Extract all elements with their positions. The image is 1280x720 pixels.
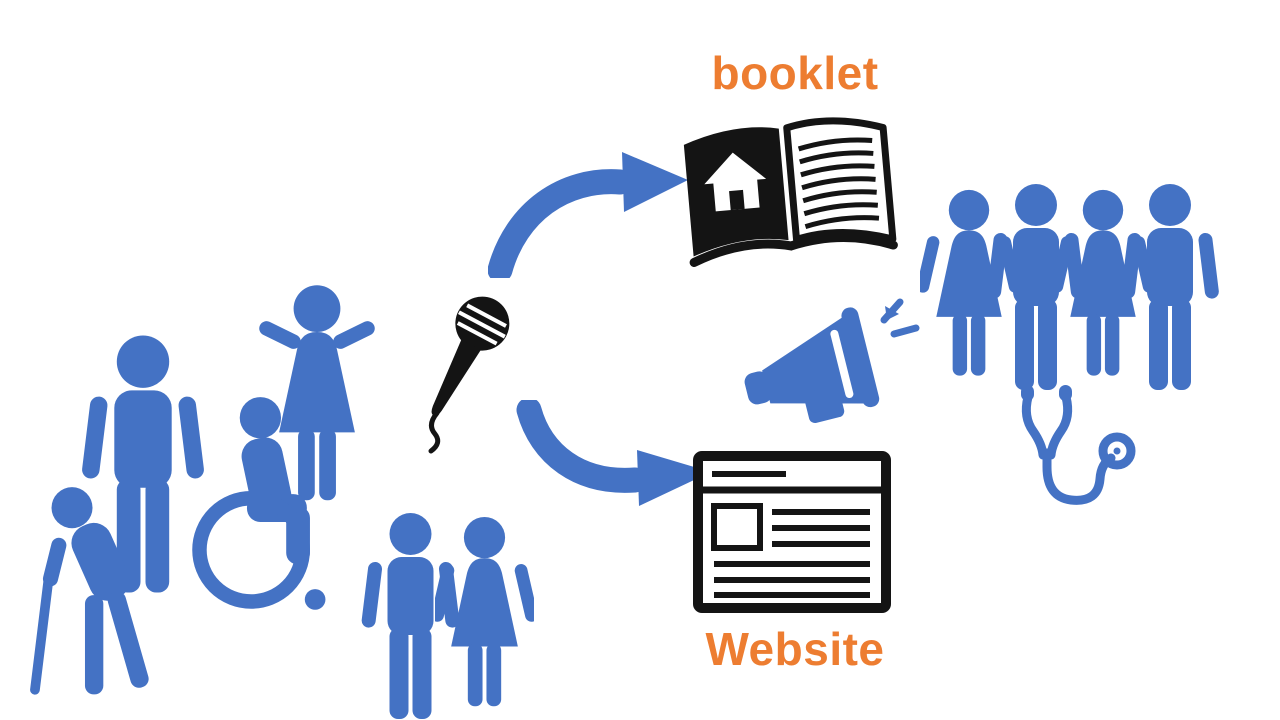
booklet-label: booklet [711, 47, 879, 99]
arrow-to-website-icon [516, 400, 711, 506]
website-label: Website [705, 623, 885, 675]
microphone-icon [428, 296, 510, 454]
website-icon [693, 451, 891, 613]
booklet-icon [683, 117, 898, 267]
stethoscope-icon [1021, 385, 1136, 505]
arrow-to-booklet-icon [488, 152, 688, 278]
recipients-group-icon [920, 184, 1220, 390]
megaphone-icon [744, 298, 920, 424]
